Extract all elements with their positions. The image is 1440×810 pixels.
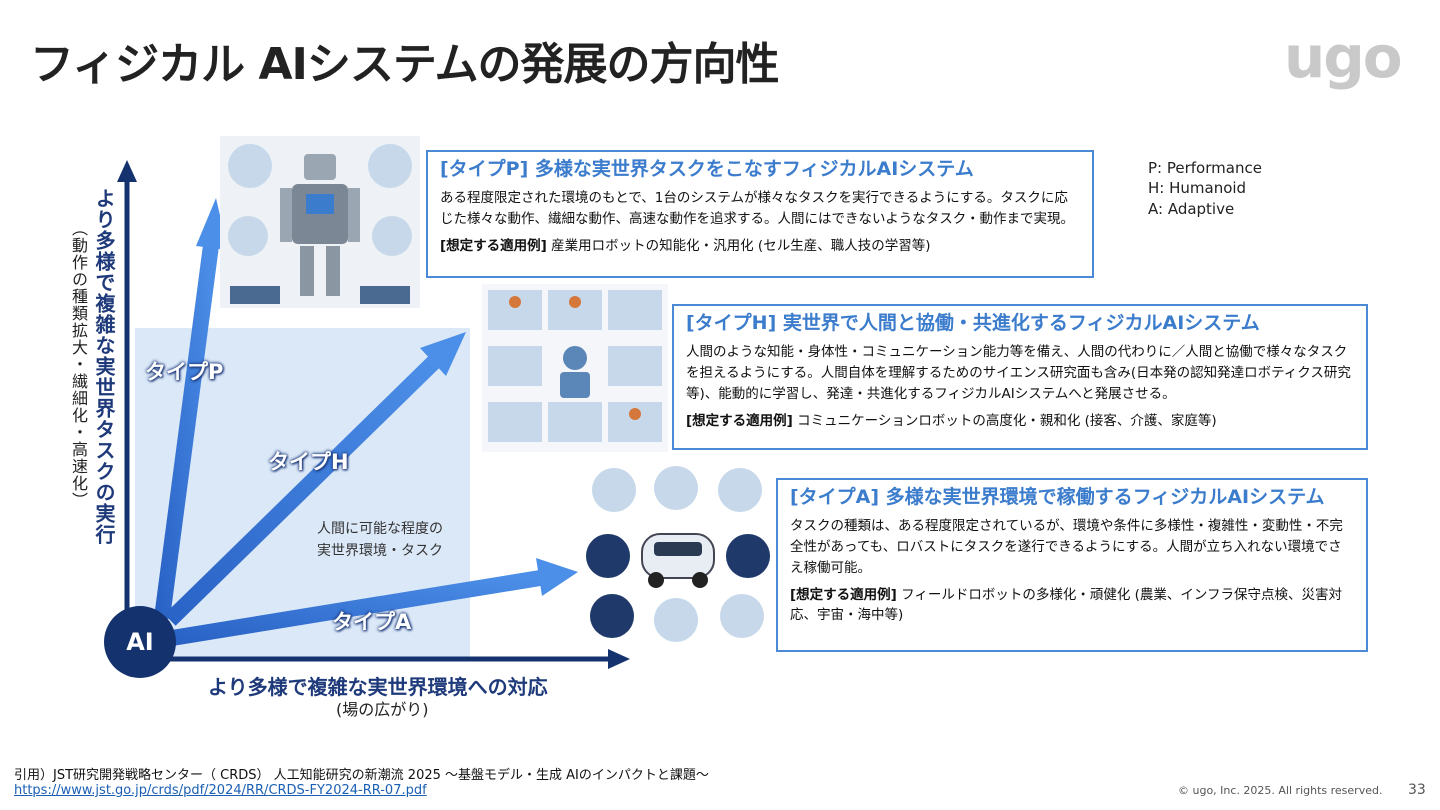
arrow-label-type-p: タイプP [145, 360, 224, 384]
copyright-notice: © ugo, Inc. 2025. All rights reserved. [1178, 784, 1383, 797]
human-capability-label: 人間に可能な程度の 実世界環境・タスク [280, 518, 480, 563]
legend-adaptive: A: Adaptive [1148, 199, 1235, 218]
legend-performance: P: Performance [1148, 159, 1262, 177]
type-p-description: ある程度限定された環境のもとで、1台のシステムが様々なタスクを実行できるようにす… [440, 189, 1074, 227]
ugo-logo: ugo [1284, 23, 1403, 91]
type-legend: P: Performance H: Humanoid A: Adaptive [1148, 158, 1262, 219]
x-axis-sublabel: (場の広がり) [336, 700, 429, 719]
type-a-example-label: [想定する適用例] [790, 586, 897, 603]
type-p-example-text: 産業用ロボットの知能化・汎用化 (セル生産、職人技の学習等) [546, 237, 931, 254]
type-a-title: [タイプA] 多様な実世界環境で稼働するフィジカルAIシステム [790, 486, 1325, 508]
page-number: 33 [1408, 782, 1426, 798]
x-axis-label: より多様で複雑な実世界環境への対応 [208, 675, 548, 699]
type-h-title: [タイプH] 実世界で人間と協働・共進化するフィジカルAIシステム [686, 312, 1260, 334]
type-a-description: タスクの種類は、ある程度限定されているが、環境や条件に多様性・複雑性・変動性・不… [790, 517, 1343, 576]
diagram: 人間に可能な程度の 実世界環境・タスク タイプP タイプH タイプA AI より… [69, 128, 1380, 730]
arrow-label-type-h: タイプH [268, 450, 349, 474]
type-p-example: [想定する適用例] 産業用ロボットの知能化・汎用化 (セル生産、職人技の学習等) [440, 234, 1080, 254]
arrow-label-type-a: タイプA [332, 610, 412, 634]
axes-and-arrows [117, 160, 630, 669]
type-h-card: [タイプH] 実世界で人間と協働・共進化するフィジカルAIシステム 人間のような… [672, 304, 1368, 450]
type-a-card: [タイプA] 多様な実世界環境で稼働するフィジカルAIシステム タスクの種類は、… [776, 478, 1368, 652]
citation-link[interactable]: https://www.jst.go.jp/crds/pdf/2024/RR/C… [14, 783, 427, 798]
type-p-card: [タイプP] 多様な実世界タスクをこなすフィジカルAIシステム ある程度限定され… [426, 150, 1094, 278]
type-h-example-text: コミュニケーションロボットの高度化・親和化 (接客、介護、家庭等) [792, 412, 1217, 429]
type-p-title: [タイプP] 多様な実世界タスクをこなすフィジカルAIシステム [440, 158, 974, 180]
origin-ai-badge: AI [104, 606, 176, 678]
type-h-description: 人間のような知能・身体性・コミュニケーション能力等を備え、人間の代わりに／人間と… [686, 343, 1351, 402]
humanoid-collaboration-illustration [482, 284, 668, 452]
y-axis-sublabel: （動作の種類拡大・繊細化・高速化） [69, 220, 88, 509]
citation-text: 引用）JST研究開発戦略センター（ CRDS） 人工知能研究の新潮流 2025 … [14, 768, 709, 783]
type-a-example: [想定する適用例] フィールドロボットの多様化・頑健化 (農業、インフラ保守点検… [790, 583, 1354, 623]
page-title: フィジカル AIシステムの発展の方向性 [30, 39, 780, 90]
type-h-example-label: [想定する適用例] [686, 412, 793, 429]
type-a-example-text: フィールドロボットの多様化・頑健化 (農業、インフラ保守点検、災害対応、宇宙・海… [790, 586, 1343, 623]
type-p-example-label: [想定する適用例] [440, 237, 547, 254]
type-h-example: [想定する適用例] コミュニケーションロボットの高度化・親和化 (接客、介護、家… [686, 409, 1354, 429]
human-capability-line2: 実世界環境・タスク [317, 543, 443, 560]
human-capability-line1: 人間に可能な程度の [317, 521, 443, 537]
y-axis-label: より多様で複雑な実世界タスクの実行 [92, 188, 116, 545]
field-robot-illustration [584, 464, 774, 644]
robot-illustration [220, 136, 420, 308]
legend-humanoid: H: Humanoid [1148, 179, 1247, 198]
